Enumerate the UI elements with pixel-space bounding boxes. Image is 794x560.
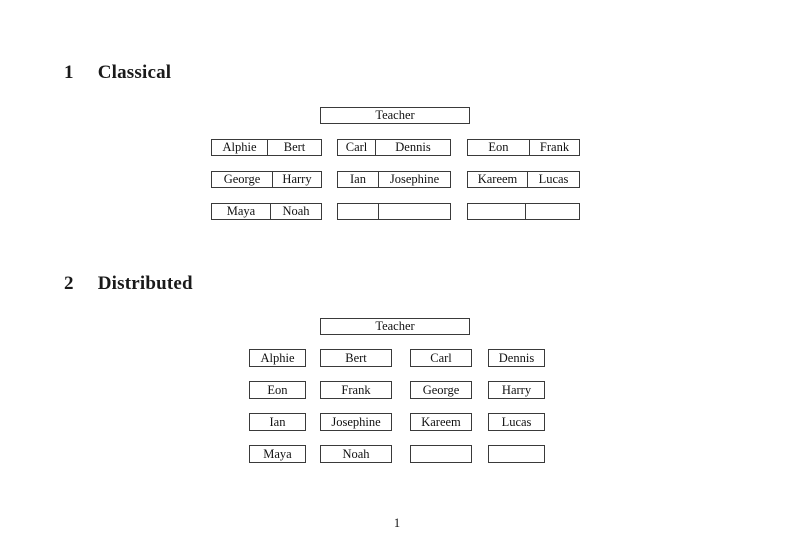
teacher-label: Teacher xyxy=(375,108,415,122)
classical-desk-empty xyxy=(467,203,580,220)
classical-desk: Maya Noah xyxy=(211,203,322,220)
distributed-desk: Dennis xyxy=(488,349,545,367)
seat-cell: Frank xyxy=(539,140,570,154)
teacher-label: Teacher xyxy=(375,319,415,333)
seat-cell: Alphie xyxy=(212,140,268,155)
seat-cell: Maya xyxy=(212,204,271,219)
distributed-desk: Ian xyxy=(249,413,306,431)
distributed-desk: Lucas xyxy=(488,413,545,431)
classical-desk: Ian Josephine xyxy=(337,171,451,188)
classical-desk: Eon Frank xyxy=(467,139,580,156)
distributed-desk-empty xyxy=(488,445,545,463)
seat-cell-empty xyxy=(526,204,579,219)
section-heading-distributed: 2 Distributed xyxy=(64,273,193,295)
classical-desk: Kareem Lucas xyxy=(467,171,580,188)
classical-desk: Alphie Bert xyxy=(211,139,322,156)
distributed-desk-empty xyxy=(410,445,472,463)
section-heading-classical: 1 Classical xyxy=(64,62,171,84)
seat-cell: Noah xyxy=(282,204,310,218)
section-title: Classical xyxy=(97,62,172,83)
distributed-desk: Eon xyxy=(249,381,306,399)
seat-cell-empty xyxy=(379,204,450,219)
distributed-desk: George xyxy=(410,381,472,399)
distributed-desk: Noah xyxy=(320,445,392,463)
seat-cell: Ian xyxy=(338,172,379,187)
classical-desk: George Harry xyxy=(211,171,322,188)
classical-desk: Carl Dennis xyxy=(337,139,451,156)
distributed-desk: Frank xyxy=(320,381,392,399)
distributed-desk: Carl xyxy=(410,349,472,367)
distributed-desk: Bert xyxy=(320,349,392,367)
seat-cell-empty xyxy=(338,204,379,219)
seat-cell: Eon xyxy=(468,140,530,155)
distributed-desk: Harry xyxy=(488,381,545,399)
seat-cell: Lucas xyxy=(538,172,569,186)
seat-cell: Kareem xyxy=(468,172,528,187)
seat-cell: George xyxy=(212,172,273,187)
distributed-desk: Alphie xyxy=(249,349,306,367)
distributed-desk: Kareem xyxy=(410,413,472,431)
seat-cell-empty xyxy=(468,204,526,219)
seat-cell: Carl xyxy=(338,140,376,155)
classical-desk-empty xyxy=(337,203,451,220)
seat-cell: Bert xyxy=(283,140,306,154)
seat-cell: Dennis xyxy=(395,140,431,154)
teacher-box-classical: Teacher xyxy=(320,107,470,124)
section-title: Distributed xyxy=(97,273,193,294)
section-number: 2 xyxy=(64,273,74,294)
distributed-desk: Josephine xyxy=(320,413,392,431)
page-number: 1 xyxy=(393,516,401,530)
seat-cell: Harry xyxy=(282,172,312,186)
section-number: 1 xyxy=(64,62,74,83)
teacher-box-distributed: Teacher xyxy=(320,318,470,335)
seat-cell: Josephine xyxy=(389,172,440,186)
distributed-desk: Maya xyxy=(249,445,306,463)
